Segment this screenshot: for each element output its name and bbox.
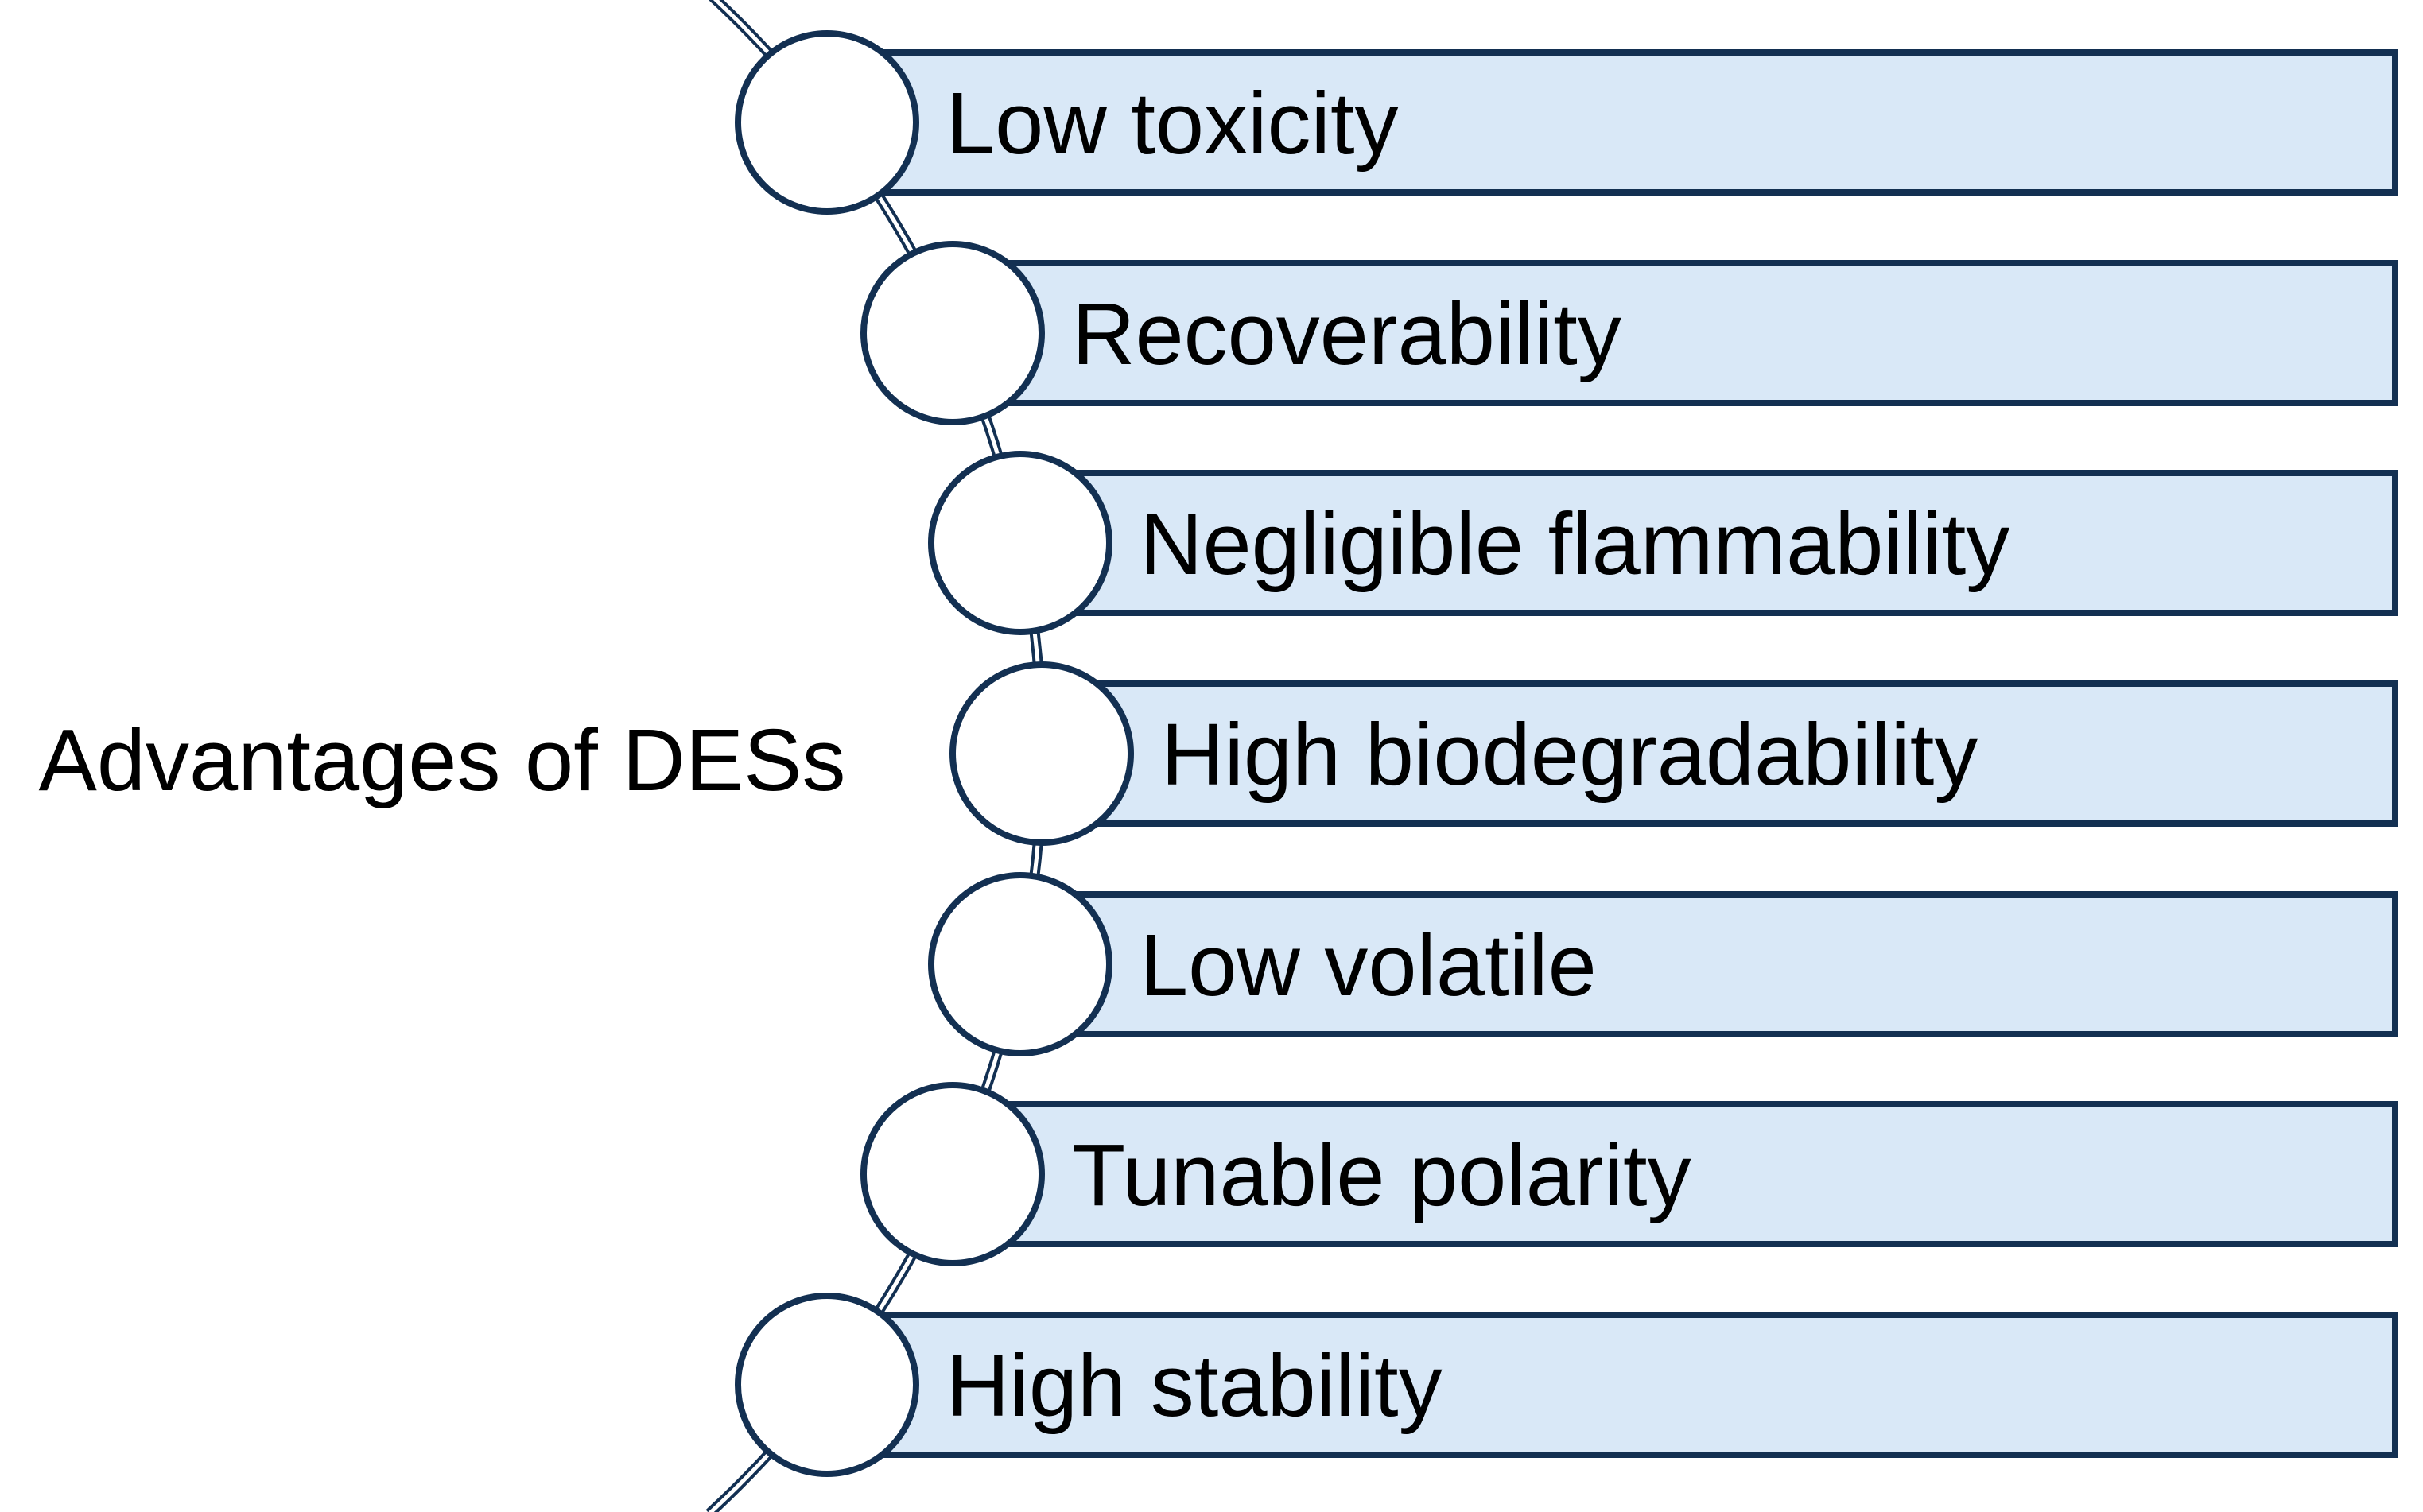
advantage-label: Tunable polarity bbox=[1072, 1126, 1691, 1224]
advantage-row: High stability bbox=[735, 1293, 2398, 1477]
advantage-row: Low toxicity bbox=[735, 30, 2398, 215]
advantage-label: High biodegradability bbox=[1161, 706, 1978, 804]
bullet-circle bbox=[860, 1082, 1045, 1266]
advantage-row: Low volatile bbox=[928, 872, 2398, 1056]
advantage-row: Recoverability bbox=[860, 241, 2398, 425]
advantage-bar bbox=[934, 260, 2398, 406]
diagram-title: Advantages of DESs bbox=[38, 711, 845, 809]
bullet-circle bbox=[949, 661, 1134, 846]
advantage-bar bbox=[934, 1101, 2398, 1247]
advantage-label: Negligible flammability bbox=[1140, 495, 2009, 593]
advantage-label: High stability bbox=[946, 1337, 1443, 1435]
bullet-circle bbox=[735, 1293, 919, 1477]
advantage-row: Tunable polarity bbox=[860, 1082, 2398, 1266]
advantage-label: Low toxicity bbox=[946, 75, 1399, 173]
bullet-circle bbox=[860, 241, 1045, 425]
advantage-row: Negligible flammability bbox=[928, 451, 2398, 635]
advantage-label: Low volatile bbox=[1140, 917, 1597, 1014]
advantage-row: High biodegradability bbox=[949, 661, 2398, 846]
bullet-circle bbox=[928, 872, 1112, 1056]
bullet-circle bbox=[928, 451, 1112, 635]
advantage-bar bbox=[808, 1312, 2398, 1458]
advantage-label: Recoverability bbox=[1072, 285, 1621, 383]
advantage-bar bbox=[1001, 891, 2398, 1037]
bullet-circle bbox=[735, 30, 919, 215]
